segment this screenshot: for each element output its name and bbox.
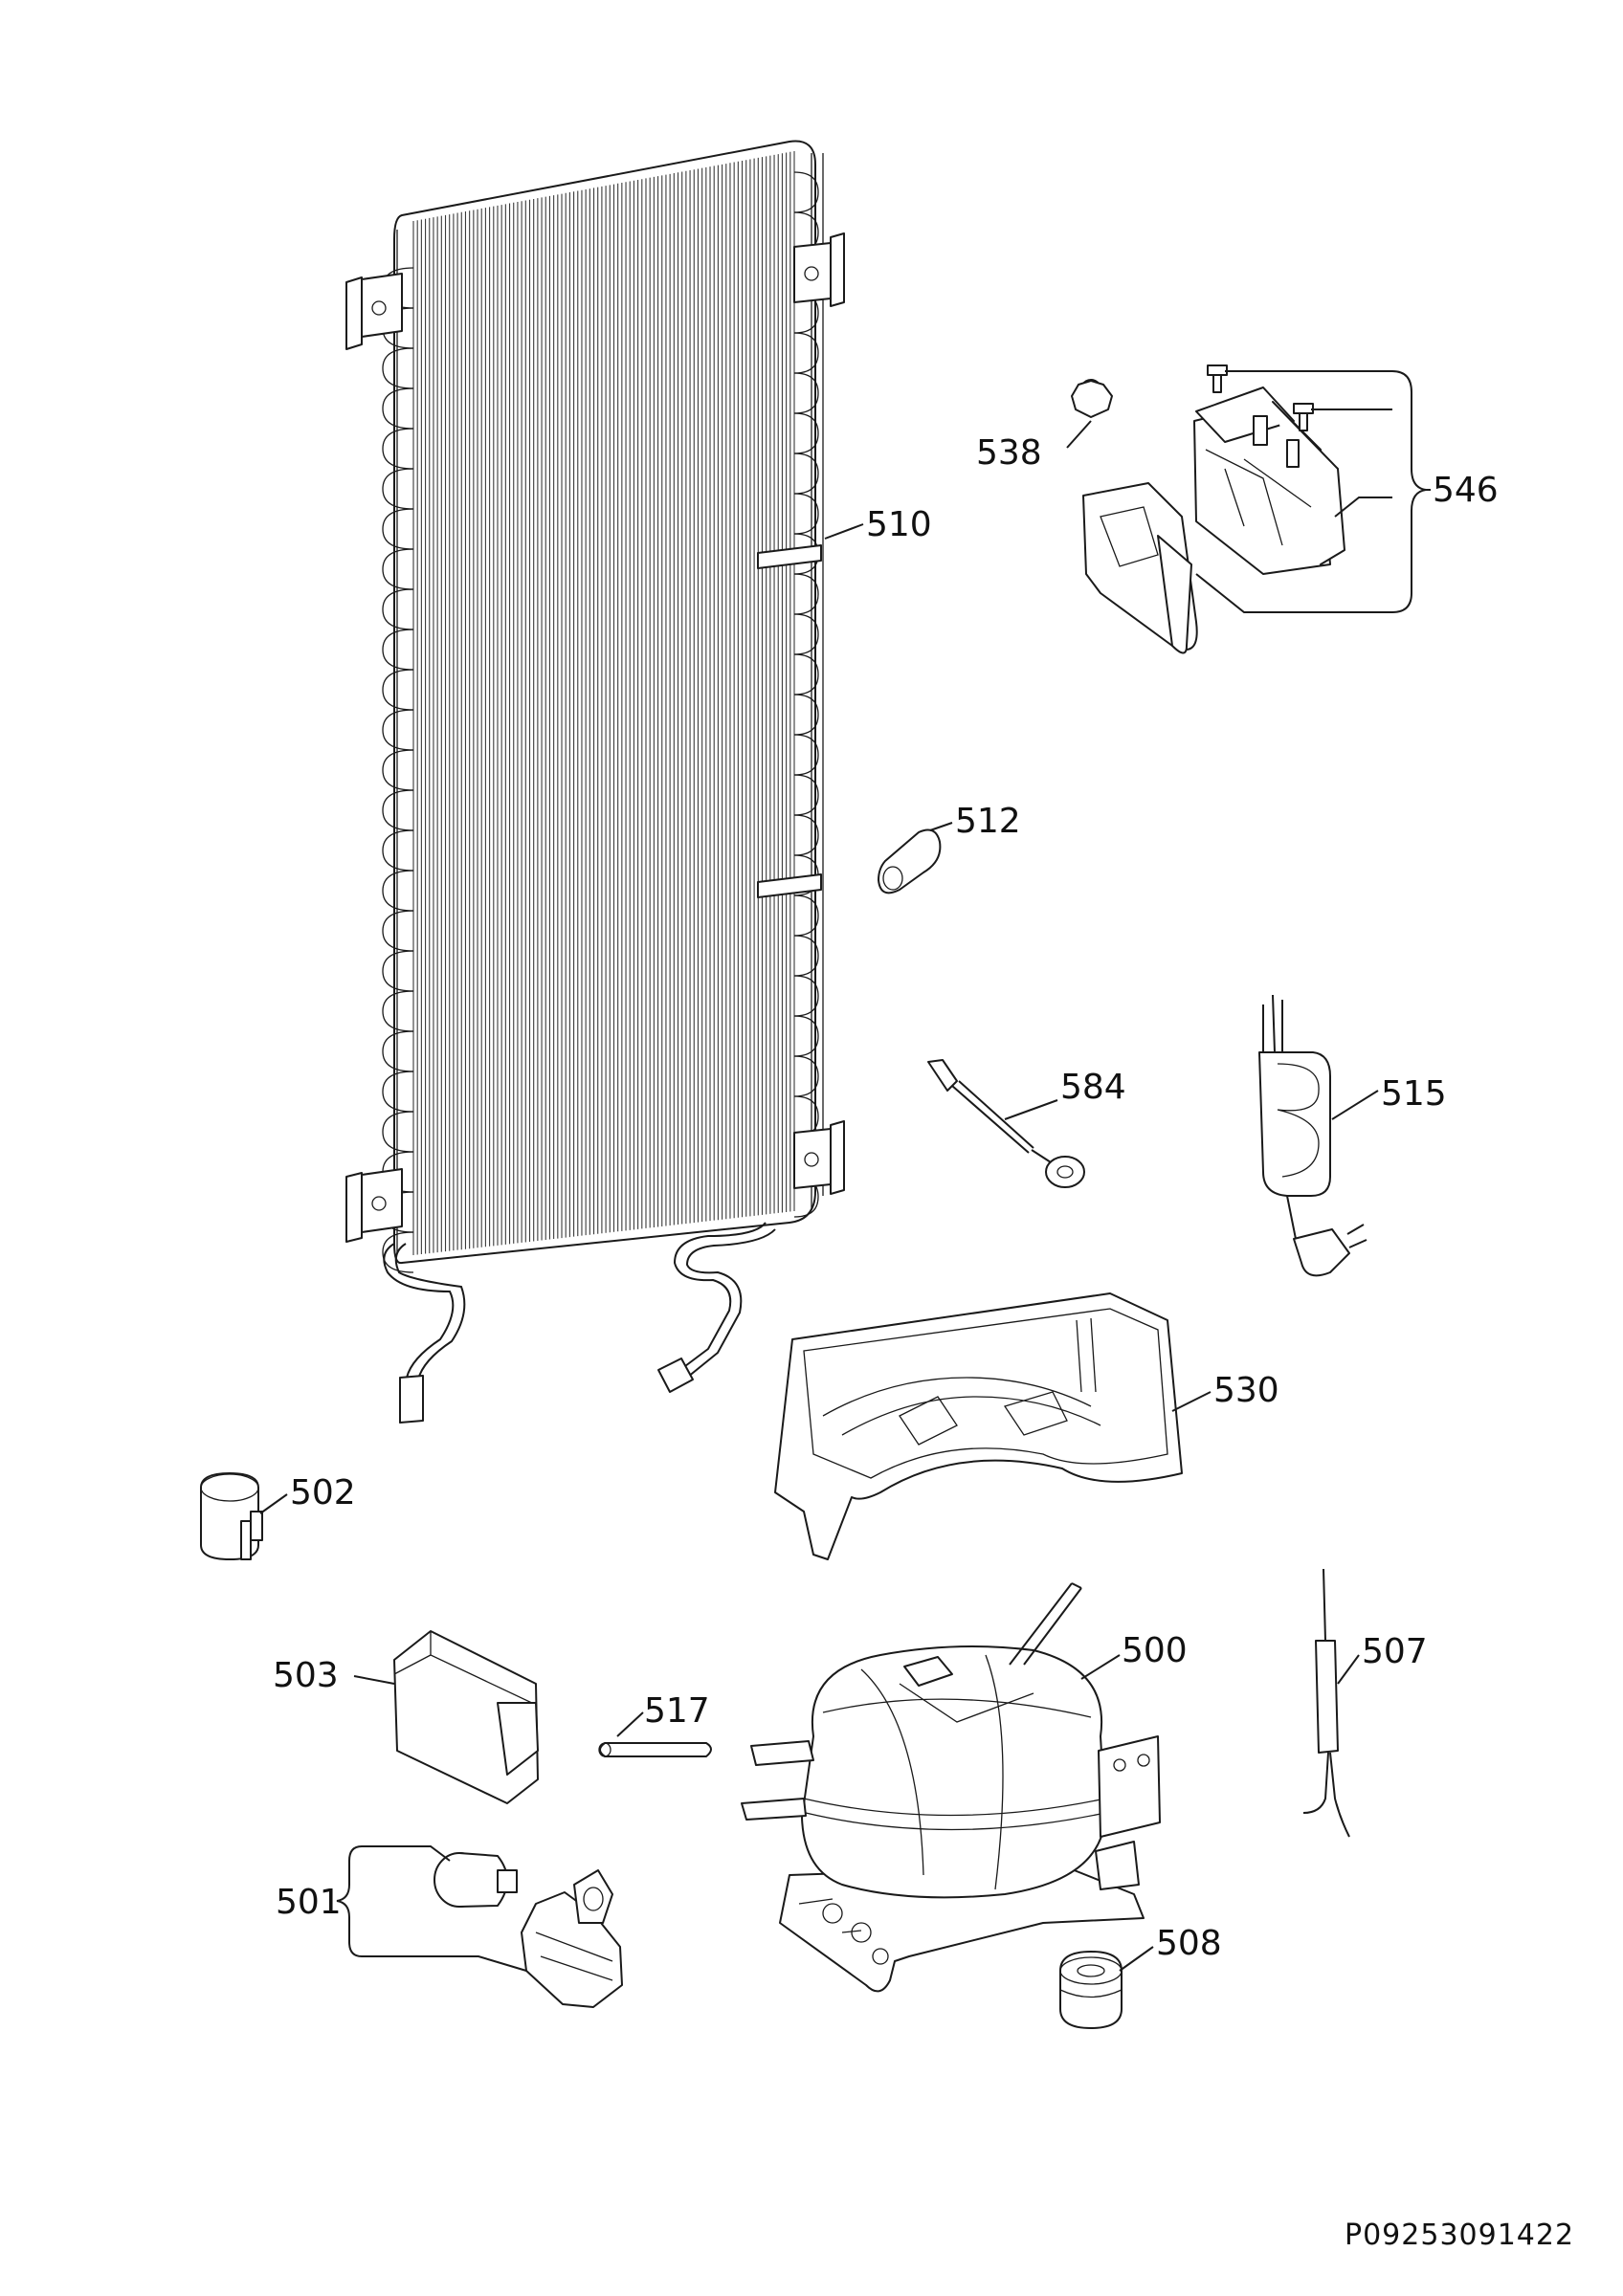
label-502: 502 [290, 1473, 356, 1512]
document-code: P09253091422 [1345, 2219, 1574, 2252]
label-515: 515 [1381, 1074, 1447, 1114]
filter-drier-507 [1302, 1568, 1360, 1838]
label-510: 510 [866, 505, 932, 544]
label-508: 508 [1156, 1924, 1222, 1963]
label-501: 501 [276, 1883, 342, 1922]
knob-538 [1066, 379, 1113, 449]
sensor-584 [927, 1059, 1085, 1188]
compressor-500 [741, 1582, 1161, 1993]
cover-503 [353, 1630, 539, 1804]
drip-tray-530 [774, 1292, 1212, 1560]
label-584: 584 [1060, 1068, 1126, 1107]
label-503: 503 [273, 1656, 339, 1695]
condenser-510 [345, 140, 845, 1424]
grommet-508 [1059, 1946, 1154, 2029]
label-530: 530 [1213, 1371, 1279, 1410]
tube-517 [598, 1711, 712, 1757]
label-517: 517 [644, 1691, 710, 1731]
label-507: 507 [1362, 1632, 1428, 1671]
thermostat-assembly-546 [1082, 364, 1431, 654]
label-500: 500 [1122, 1631, 1188, 1670]
label-538: 538 [976, 433, 1042, 473]
relay-502 [200, 1472, 288, 1560]
sleeve-512 [878, 822, 953, 894]
label-546: 546 [1433, 471, 1499, 510]
starter-501 [336, 1845, 623, 2008]
label-512: 512 [955, 802, 1021, 841]
part-labels: 510 538 546 512 584 515 530 502 503 517 … [273, 433, 1499, 1963]
heater-515 [1258, 994, 1379, 1277]
